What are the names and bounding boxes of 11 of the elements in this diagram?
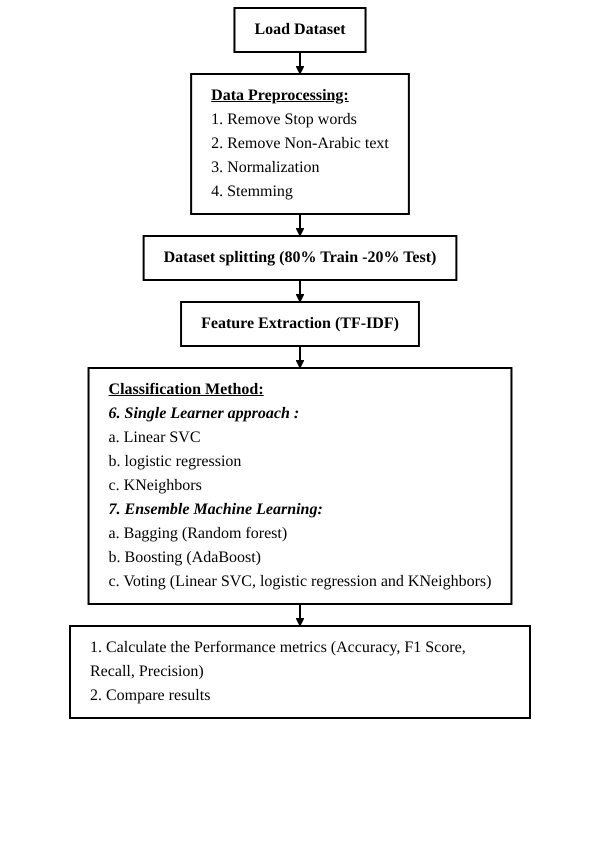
arrow [295,214,304,236]
node-box: Classification Method: 6. Single Learner approach : a. Linear SVC b. logistic regression c. KNeighbors 7. Ensemble Machine Learning: a. Bagging (Random forest) b. Boosting (AdaBoost) c. Voting (Linear SVC, logistic regression and KNeighbors) [87,367,512,605]
arrow [295,346,304,368]
node-box: Dataset splitting (80% Train -20% Test) [142,235,457,281]
arrow [295,280,304,302]
node-box: Data Preprocessing: 1. Remove Stop words 2. Remove Non-Arabic text 3. Normalization 4. Stemming [190,73,410,215]
node-box: Load Dataset [232,7,366,53]
arrow [295,604,304,626]
arrow [295,52,304,74]
node-box: 1. Calculate the Performance metrics (Accuracy, F1 Score, Recall, Precision) 2. Compare results [68,625,530,719]
node-box: Feature Extraction (TF-IDF) [180,301,420,347]
